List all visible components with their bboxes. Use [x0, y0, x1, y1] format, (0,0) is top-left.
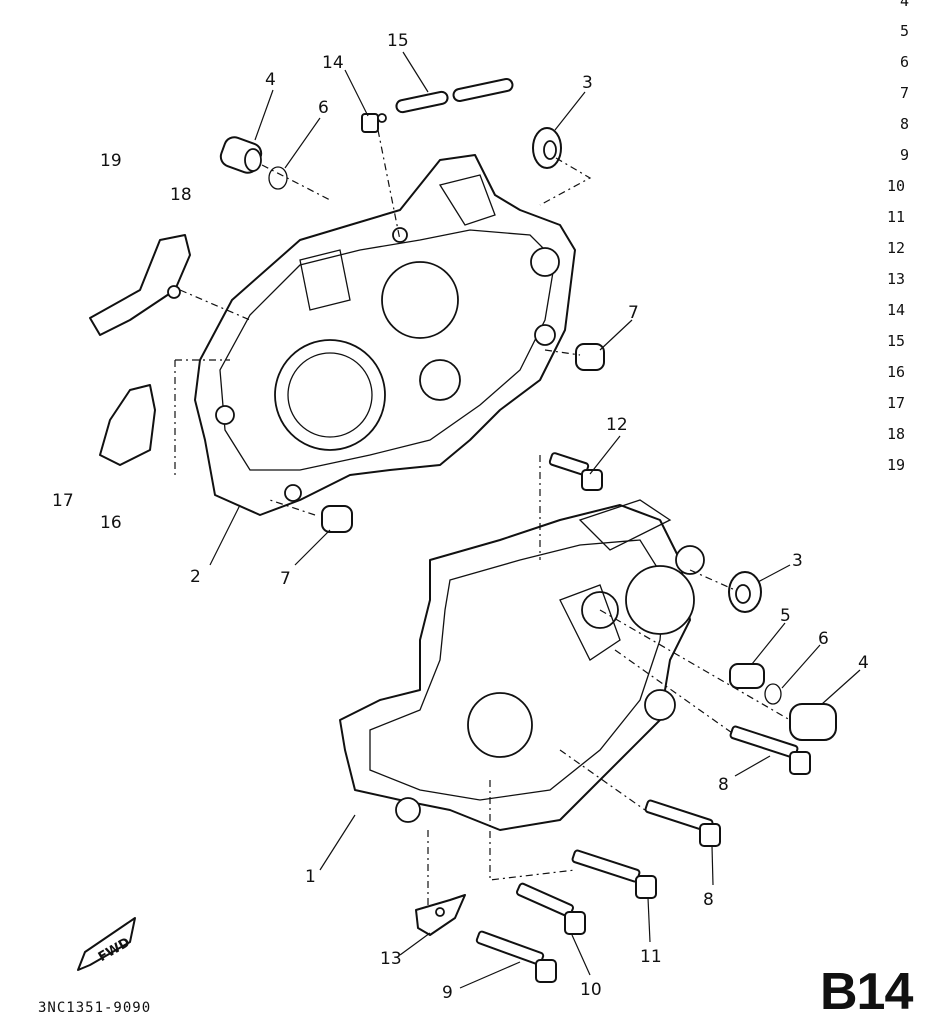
part-5-bearing: [729, 663, 765, 689]
part-4-upper: [219, 136, 263, 174]
index-number: 7: [900, 84, 909, 102]
index-number: 5: [900, 22, 909, 40]
callout-label: 5: [780, 606, 791, 626]
index-number: 12: [887, 239, 905, 257]
assembly-lines: [174, 129, 791, 905]
callout-label: 1: [305, 867, 316, 887]
index-number: 4: [900, 0, 909, 10]
index-number: 16: [887, 363, 905, 381]
left-crankcase: [194, 154, 576, 516]
callout-label: 12: [606, 415, 628, 435]
leader-lines: [209, 51, 861, 989]
part-3-lower-seal: [728, 571, 762, 613]
callout-label: 3: [582, 73, 593, 93]
index-number: 14: [887, 301, 905, 319]
part-18-lever: [89, 234, 191, 336]
callout-label: 8: [703, 890, 714, 910]
part-6-lower-oring: [764, 683, 782, 705]
index-number: 13: [887, 270, 905, 288]
index-number: 18: [887, 425, 905, 443]
bolt-10: [516, 882, 586, 935]
part-14-fitting: [361, 113, 387, 133]
page-id: B14: [820, 963, 913, 1021]
bolt-8-b: [644, 799, 721, 847]
part-4-lower: [789, 703, 837, 741]
callout-label: 16: [100, 513, 122, 533]
bolt-8-a: [729, 725, 811, 775]
callout-label: 7: [280, 569, 291, 589]
index-number: 6: [900, 53, 909, 71]
index-number: 8: [900, 115, 909, 133]
bolt-9: [475, 930, 557, 983]
index-number: 15: [887, 332, 905, 350]
callout-label: 4: [858, 653, 869, 673]
callout-label: 14: [322, 53, 344, 73]
callout-label: 19: [100, 151, 122, 171]
right-crankcase: [339, 499, 705, 831]
index-number: 19: [887, 456, 905, 474]
callout-label: 18: [170, 185, 192, 205]
callout-label: 6: [818, 629, 829, 649]
part-7-upper-dowel: [575, 343, 605, 371]
bolt-11: [571, 849, 657, 899]
part-16-lever: [99, 384, 156, 466]
index-column: 4 5 6 7 8 9 10 11 12 13 14 15 16 17 18 1…: [887, 0, 909, 474]
callout-label: 4: [265, 70, 276, 90]
callout-label: 10: [580, 980, 602, 1000]
callout-label: 11: [640, 947, 662, 967]
callout-labels: 15 14 4 6 3 19 18 7 12 17 16 2 7 3 5 6 4…: [52, 31, 869, 1003]
callout-label: 15: [387, 31, 409, 51]
callout-label: 7: [628, 303, 639, 323]
callout-label: 6: [318, 98, 329, 118]
part-15-dowel-pins: [395, 78, 514, 114]
part-3-upper-seal: [532, 127, 562, 169]
callout-label: 8: [718, 775, 729, 795]
callout-label: 17: [52, 491, 74, 511]
drawing-code: 3NC1351-9090: [38, 1000, 152, 1016]
callout-label: 9: [442, 983, 453, 1003]
part-13-bracket: [415, 894, 466, 936]
index-number: 11: [887, 208, 905, 226]
fwd-arrow-icon: FWD: [77, 917, 136, 971]
index-number: 17: [887, 394, 905, 412]
callout-label: 2: [190, 567, 201, 587]
part-12-bolt: [548, 452, 603, 491]
index-number: 9: [900, 146, 909, 164]
callout-label: 3: [792, 551, 803, 571]
index-number: 10: [887, 177, 905, 195]
part-7-lower-dowel: [321, 505, 353, 533]
callout-label: 13: [380, 949, 402, 969]
